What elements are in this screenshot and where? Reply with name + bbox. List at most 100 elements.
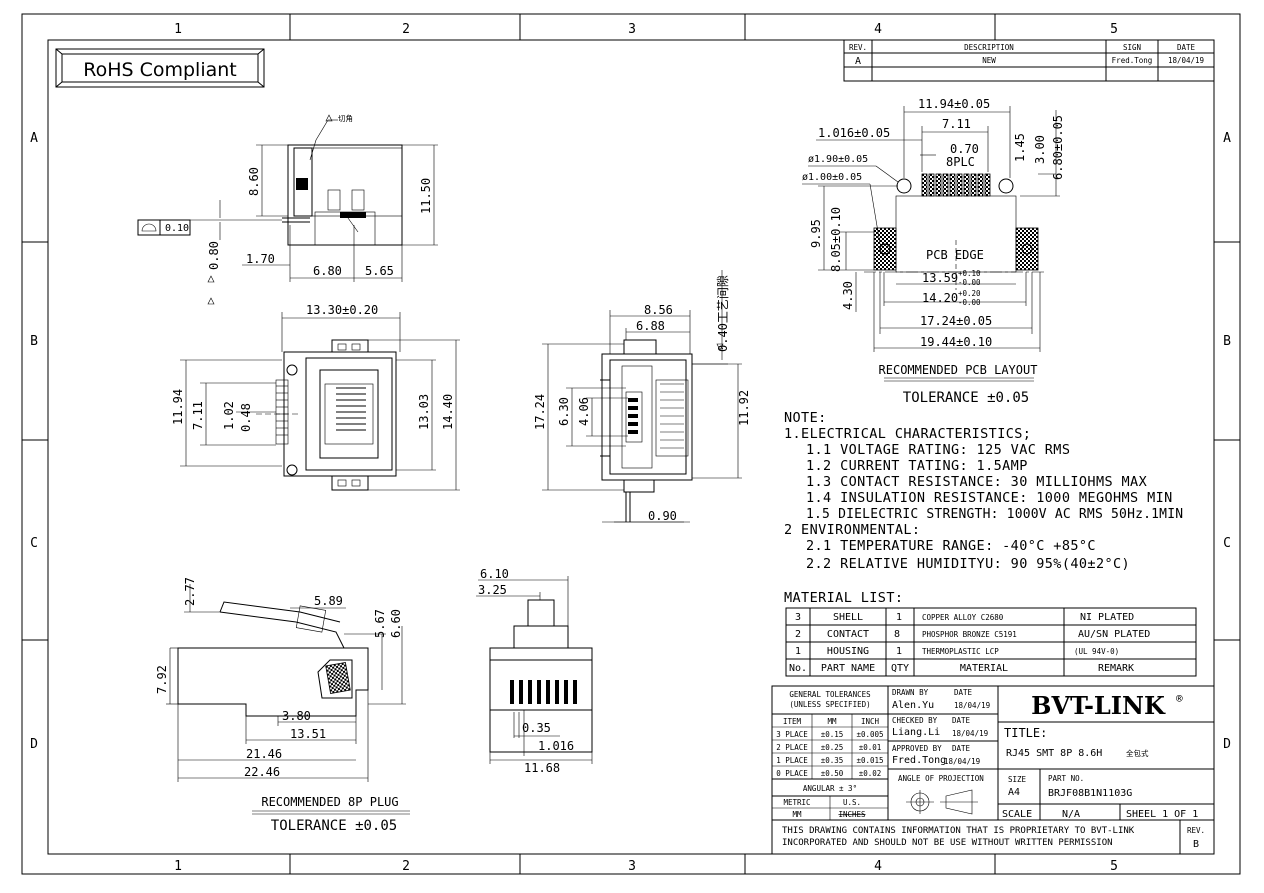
note-line: NOTE: (784, 410, 827, 426)
dim: 13.03 (417, 394, 431, 430)
plug-side-view: 2.77 5.89 5.67 6.60 7.92 3.80 13.51 21.4… (155, 577, 410, 834)
rev-cell: Fred.Tong (1112, 56, 1153, 65)
column-labels-top: 1 2 3 4 5 (174, 22, 1118, 37)
proprietary-notice: THIS DRAWING CONTAINS INFORMATION THAT I… (782, 826, 1135, 836)
sheet-label: SHEEL 1 OF 1 (1126, 809, 1198, 820)
dim: 8.60 (247, 167, 261, 196)
row-label: A (30, 131, 38, 146)
dim: 21.46 (246, 747, 282, 761)
dim: 3.25 (478, 583, 507, 597)
row-label: D (30, 737, 38, 752)
tol-header: INCH (861, 717, 880, 726)
title-cn: 全包式 (1126, 748, 1149, 758)
part-no-value: BRJF08B1N1103G (1048, 788, 1132, 799)
dim: 1.45 (1013, 133, 1027, 162)
note-line: 1.3 CONTACT RESISTANCE: 30 MILLIOHMS MAX (806, 474, 1147, 490)
dim: 0.35 (522, 721, 551, 735)
pcb-pads (921, 173, 991, 197)
tol-row: 3 PLACE ±0.15 ±0.005 (776, 730, 883, 739)
dim: 6.60 (389, 609, 403, 638)
dim: 14.20 (922, 291, 958, 305)
tol-header: ITEM (783, 717, 802, 726)
date-label: DATE (954, 688, 973, 697)
angular-tol: ANGULAR ± 3° (803, 784, 857, 793)
tol-row: 1 PLACE ±0.35 ±0.015 (776, 756, 883, 765)
dim: 11.94 (171, 389, 185, 425)
dim: 8PLC (946, 155, 975, 169)
dim: 5.65 (365, 264, 394, 278)
date-label: DATE (952, 744, 971, 753)
tol-cell: ±0.15 (821, 730, 844, 739)
drawn-date: 18/04/19 (954, 701, 990, 710)
row-label: C (30, 536, 38, 551)
dim: 1.02 (222, 401, 236, 430)
note-line: 2 ENVIRONMENTAL: (784, 522, 920, 538)
note-line: 2.2 RELATIVE HUMIDITYU: 90 95%(40±2°C) (806, 556, 1130, 572)
dim-tol: -0.00 (958, 298, 981, 307)
projection-symbol-icon (906, 789, 978, 815)
col-label: 4 (874, 859, 882, 874)
dim: 7.11 (942, 117, 971, 131)
side-view: 切角 8.60 11.50 0.10 0.80 1.70 6.80 5.65 (137, 113, 438, 305)
row-label: D (1223, 737, 1231, 752)
dim: 2.77 (183, 577, 197, 606)
us-label: U.S. (843, 798, 861, 807)
rev-cell: A (855, 56, 861, 67)
checked-date: 18/04/19 (952, 729, 988, 738)
dim: ø1.00±0.05 (802, 172, 862, 183)
dim: ø1.90±0.05 (808, 154, 868, 165)
mat-header: MATERIAL (960, 663, 1008, 674)
mat-cell: 1 (795, 646, 801, 657)
dim: 6.10 (480, 567, 509, 581)
mat-header: PART NAME (821, 663, 875, 674)
dim: 13.30±0.20 (306, 303, 378, 317)
title-label: TITLE: (1004, 726, 1047, 740)
dim: 9.95 (809, 219, 823, 248)
title-block: GENERAL TOLERANCES (UNLESS SPECIFIED) IT… (771, 685, 1215, 855)
note-line: 1.2 CURRENT TATING: 1.5AMP (806, 458, 1028, 474)
rev-header: DATE (1177, 43, 1196, 52)
tol-cell: 2 PLACE (776, 743, 808, 752)
dim: 6.30 (557, 397, 571, 426)
approved-by-label: APPROVED BY (892, 744, 942, 753)
mat-header: REMARK (1098, 663, 1134, 674)
col-label: 2 (402, 859, 410, 874)
dim: 13.51 (290, 727, 326, 741)
dim: 6.80±0.05 (1051, 115, 1065, 180)
dim: 1.70 (246, 252, 275, 266)
row-label: B (30, 334, 38, 349)
row-label: C (1223, 536, 1231, 551)
rohs-label: RoHS Compliant (83, 59, 237, 81)
tol-cell: 3 PLACE (776, 730, 808, 739)
dim: 0.40工艺间隙 (716, 275, 730, 352)
rev-header: SIGN (1123, 43, 1141, 52)
dim: 4.30 (841, 281, 855, 310)
checked-by-name: Liang.Li (892, 727, 940, 738)
note-line: 2.1 TEMPERATURE RANGE: -40°C +85°C (806, 538, 1096, 554)
col-label: 5 (1110, 22, 1118, 37)
mat-cell: AU/SN PLATED (1078, 629, 1150, 640)
dim: 3.80 (282, 709, 311, 723)
tol-cell: 0 PLACE (776, 769, 808, 778)
dim: 11.68 (524, 761, 560, 775)
approved-date: 18/04/19 (944, 757, 980, 766)
mat-cell: PHOSPHOR BRONZE C5191 (922, 630, 1017, 639)
mat-cell: NI PLATED (1080, 612, 1134, 623)
tol-row: 2 PLACE ±0.25 ±0.01 (776, 743, 881, 752)
mat-header: No. (789, 663, 807, 674)
dim: 8.05±0.10 (829, 207, 843, 272)
sheet-frame (21, 13, 1241, 875)
plug-pins (510, 680, 577, 704)
plug-tolerance: TOLERANCE ±0.05 (271, 818, 397, 834)
dim: 7.11 (191, 401, 205, 430)
dim: 0.90 (648, 509, 677, 523)
brand-logo: BVT-LINK (1031, 691, 1166, 720)
tol-cell: ±0.01 (859, 743, 882, 752)
mat-cell: SHELL (833, 612, 863, 623)
column-labels-bottom: 1 2 3 4 5 (174, 859, 1118, 874)
dim: 1.016 (538, 739, 574, 753)
contact-rows (628, 398, 638, 434)
dim: 14.40 (441, 394, 455, 430)
col-label: 2 (402, 22, 410, 37)
note-line: 1.4 INSULATION RESISTANCE: 1000 MEGOHMS … (806, 490, 1173, 506)
